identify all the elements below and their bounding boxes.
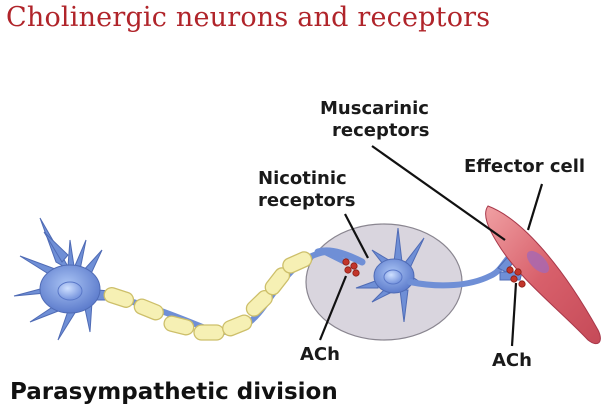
muscarinic-line-1: Muscarinic xyxy=(320,98,429,119)
myelin-sheath xyxy=(103,251,313,341)
effector-nucleus xyxy=(526,250,550,274)
leader-lines xyxy=(318,145,544,347)
muscarinic-receptors-label: Muscarinic receptors xyxy=(320,98,429,142)
ach-ganglion-label: ACh xyxy=(300,344,340,365)
ach-vesicles-effector xyxy=(506,266,526,288)
ach-vesicles-ganglion xyxy=(342,258,360,277)
preganglionic-terminal xyxy=(314,247,366,266)
preganglionic-nucleus xyxy=(57,281,83,301)
muscarinic-line-2: receptors xyxy=(332,120,430,141)
effector-cell xyxy=(485,205,601,345)
nicotinic-line-2: receptors xyxy=(258,190,356,211)
ach-effector-label: ACh xyxy=(492,350,532,371)
page-title: Cholinergic neurons and receptors xyxy=(6,2,491,33)
effector-cell-label: Effector cell xyxy=(464,156,586,177)
postganglionic-nucleus xyxy=(383,269,403,285)
nicotinic-receptors-label: Nicotinic receptors xyxy=(258,168,355,212)
nicotinic-line-1: Nicotinic xyxy=(258,168,347,189)
parasympathetic-division-caption: Parasympathetic division xyxy=(10,379,338,405)
